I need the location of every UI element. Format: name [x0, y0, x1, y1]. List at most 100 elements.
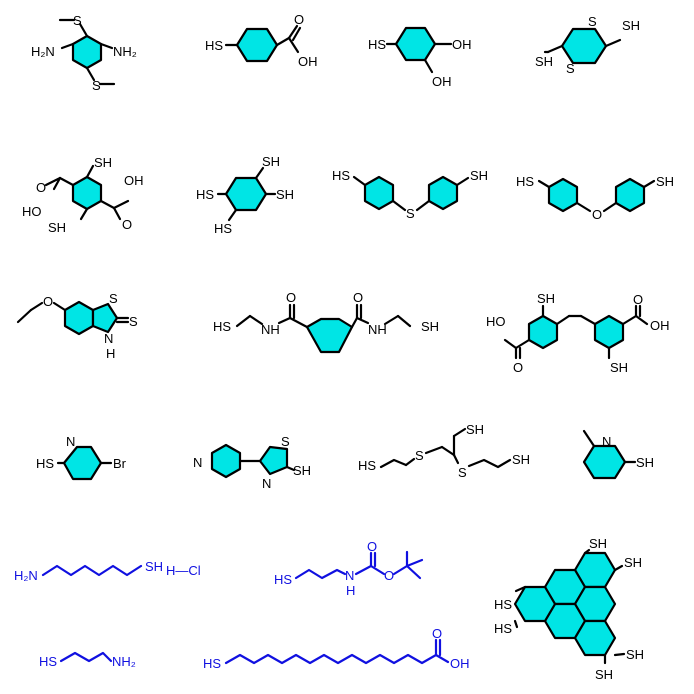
molecule-aminohexanethiol-hcl: H₂N SH H—Cl: [14, 559, 201, 583]
molecule-bromo-pyridinethiol: N HS Br: [36, 434, 127, 481]
atom-o-left: O: [286, 290, 296, 305]
atom-s-top: S: [73, 13, 82, 28]
atom-hcl: H—Cl: [166, 563, 201, 578]
atom-sh-left: HS: [358, 458, 376, 473]
atom-o: O: [43, 294, 53, 309]
molecule-diamino-bis-methylthio-benzene: S S H₂N NH₂: [31, 13, 137, 93]
atom-oh: OH: [298, 54, 318, 69]
atom-sh: HS: [368, 37, 386, 52]
atom-sh-right: SH: [470, 168, 488, 183]
atom-o-ester: O: [384, 568, 394, 583]
atom-n-thz: N: [262, 476, 271, 491]
atom-s-bottom: S: [92, 78, 101, 93]
atom-sh-3: SH: [276, 187, 294, 202]
molecule-thiobisbenzenethiol: HS S SH: [332, 168, 488, 221]
atom-s-thione: S: [129, 314, 138, 329]
molecule-dithiane-dimethanethiol: S S SH SH: [535, 14, 640, 76]
molecule-benzene-tetrathiol: SH HS SH HS: [196, 154, 294, 236]
molecule-dimercapto-biphenyl-dicarboxylic-acid: SH HO O O OH SH: [486, 291, 670, 375]
atom-o-carbonyl: O: [367, 539, 377, 554]
atom-o: O: [432, 626, 442, 641]
molecule-oxybisbenzenethiol: HS O SH: [516, 174, 674, 222]
atom-nh2-left: H₂N: [31, 44, 55, 59]
atom-nh-h: H: [106, 346, 115, 361]
atom-sh: HS: [205, 38, 223, 53]
atom-oh-right: OH: [124, 173, 144, 188]
atom-n: N: [66, 434, 75, 449]
atom-s-ring: S: [109, 291, 118, 306]
atom-nh-left: NH: [261, 322, 280, 337]
atom-sh-bottom: SH: [610, 360, 628, 375]
aromatic-ring: [71, 175, 103, 211]
atom-s-bridge: S: [406, 206, 415, 221]
molecule-methyl-pyridinethiol: N SH: [582, 429, 654, 480]
aromatic-ring: [513, 585, 557, 623]
aromatic-ring: [258, 445, 289, 476]
atom-o: O: [294, 12, 304, 27]
atom-sh-top: SH: [466, 422, 484, 437]
aromatic-ring: [91, 302, 119, 334]
atom-sh: SH: [636, 455, 654, 470]
atom-sh-right: SH: [622, 18, 640, 33]
atom-oh: OH: [450, 656, 470, 671]
molecule-boc-aminopropanethiol: HS N H O O: [274, 539, 424, 598]
atom-sh-left: HS: [332, 168, 350, 183]
atom-sh-4: HS: [214, 221, 232, 236]
atom-sh: HS: [203, 656, 221, 671]
atom-ho: HO: [486, 314, 506, 329]
aromatic-ring: [62, 445, 103, 481]
atom-n: N: [602, 434, 611, 449]
atom-sh-top: SH: [94, 155, 112, 170]
atom-oh-bottom: OH: [432, 74, 452, 89]
atom-sh: SH: [293, 463, 311, 478]
atom-sh-1: SH: [589, 536, 607, 551]
atom-sh-5: HS: [494, 597, 512, 612]
aromatic-ring: [71, 34, 103, 70]
atom-oh: OH: [650, 318, 670, 333]
molecule-pyridyl-thiazolethiol: N S N SH: [193, 434, 311, 491]
atom-nh: N: [104, 331, 113, 346]
atom-o-bridge: O: [592, 207, 602, 222]
atom-o-right: O: [633, 292, 643, 307]
molecule-triphenylene-hexathiol: SH SH SH SH HS HS: [494, 536, 644, 682]
aromatic-ring: [235, 27, 279, 63]
atom-sh-top: SH: [537, 291, 555, 306]
atom-sh-bottom: SH: [48, 220, 66, 235]
atom-ho-left: HO: [22, 204, 42, 219]
atom-s-bottom: S: [566, 61, 575, 76]
atom-sh-left: HS: [213, 319, 231, 334]
atom-s-ring: S: [281, 434, 290, 449]
atom-nh2-right: NH₂: [113, 44, 137, 59]
molecule-mercaptobenzoic-acid: HS O OH: [205, 12, 318, 69]
atom-n-pyr: N: [193, 455, 202, 470]
aromatic-ring: [582, 444, 627, 480]
atom-o-left: O: [513, 360, 523, 375]
atom-s-top: S: [588, 14, 597, 29]
atom-sh: HS: [39, 654, 57, 669]
atom-nh2: NH₂: [112, 654, 136, 669]
atom-oh-top: OH: [452, 37, 472, 52]
atom-nh2: H₂N: [14, 568, 38, 583]
molecule-bis-mercaptoethyl-isophthalamide: HS NH O O NH SH: [213, 290, 439, 354]
aromatic-ring: [63, 300, 95, 336]
atom-sh-3: SH: [626, 647, 644, 662]
aromatic-ring: [224, 176, 268, 212]
atom-s-left: S: [415, 448, 424, 463]
atom-sh: HS: [274, 572, 292, 587]
aromatic-ring: [427, 175, 459, 211]
atom-sh-right: SH: [512, 452, 530, 467]
atom-sh-1: SH: [262, 154, 280, 169]
atom-sh: HS: [36, 456, 54, 471]
molecule-dimercapto-terephthalic-acid: SH SH O HO O OH: [22, 155, 144, 235]
molecule-ethoxy-benzothiazole-thione: O S S N H: [16, 291, 138, 361]
aromatic-ring: [547, 177, 579, 213]
aromatic-ring: [560, 27, 608, 65]
aromatic-ring: [593, 314, 625, 350]
atom-nh: N: [345, 568, 354, 583]
atom-sh-4: SH: [595, 667, 613, 682]
atom-sh-right: SH: [421, 319, 439, 334]
atom-nh-h: H: [346, 583, 355, 598]
aromatic-ring: [363, 175, 395, 211]
aromatic-ring: [614, 177, 646, 213]
